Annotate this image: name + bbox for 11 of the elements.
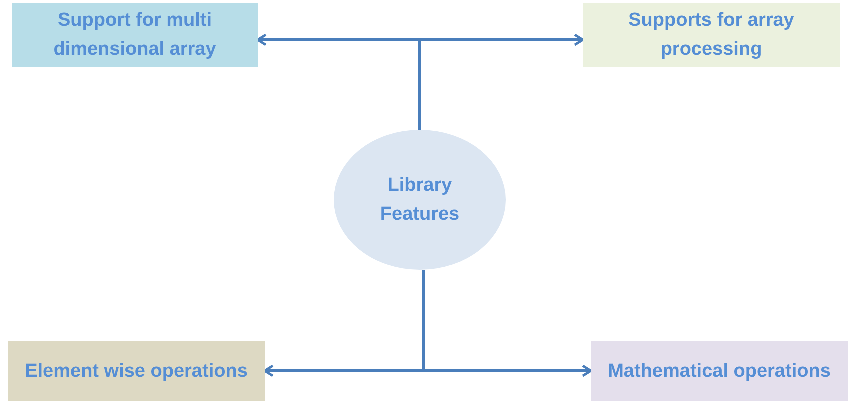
node-label: Library Features	[379, 174, 461, 227]
node-label: Mathematical operations	[608, 360, 831, 384]
feature-box	[583, 3, 840, 67]
connector-arrow	[422, 270, 592, 378]
node-label: Element wise operations	[25, 360, 248, 384]
connector-arrow	[418, 34, 584, 130]
feature-box	[8, 341, 265, 401]
feature-box	[12, 3, 258, 67]
node-label: Supports for array processing	[628, 9, 796, 62]
node-label: Support for multi dimensional array	[52, 9, 218, 62]
feature-box	[591, 341, 848, 401]
